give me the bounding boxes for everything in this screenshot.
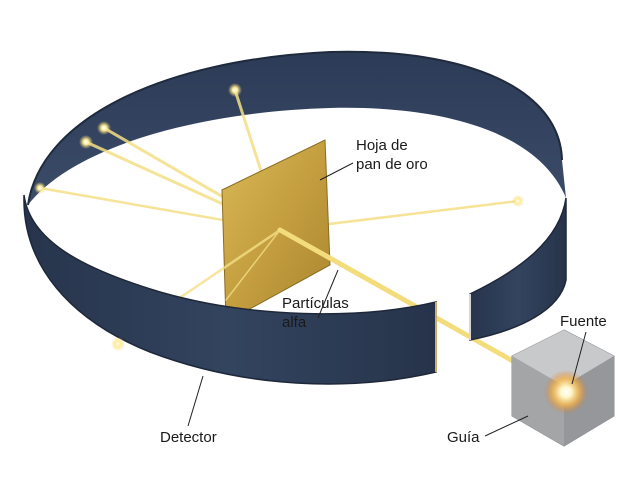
label-detector: Detector [160, 429, 217, 446]
label-gold-foil: Hoja de pan de oro [356, 136, 428, 174]
label-guide: Guía [447, 429, 480, 446]
impact-flashes [34, 83, 524, 351]
detector-ring-front-wall [23, 194, 437, 385]
detector-ring-back-wall [28, 51, 566, 205]
leader-lines [187, 162, 587, 437]
label-source: Fuente [560, 313, 607, 330]
label-alpha-particles-line1: Partículas [282, 295, 349, 312]
label-alpha-particles-line2: alfa [282, 314, 307, 331]
detector-ring-top-edge [27, 50, 563, 206]
label-alpha-particles: Partículas alfa [282, 294, 349, 332]
detector-ring-right-wall [469, 197, 567, 341]
label-gold-foil-line1: Hoja de [356, 137, 408, 154]
source-glow [544, 370, 588, 414]
label-gold-foil-line2: pan de oro [356, 156, 428, 173]
gold-foil [221, 139, 331, 323]
